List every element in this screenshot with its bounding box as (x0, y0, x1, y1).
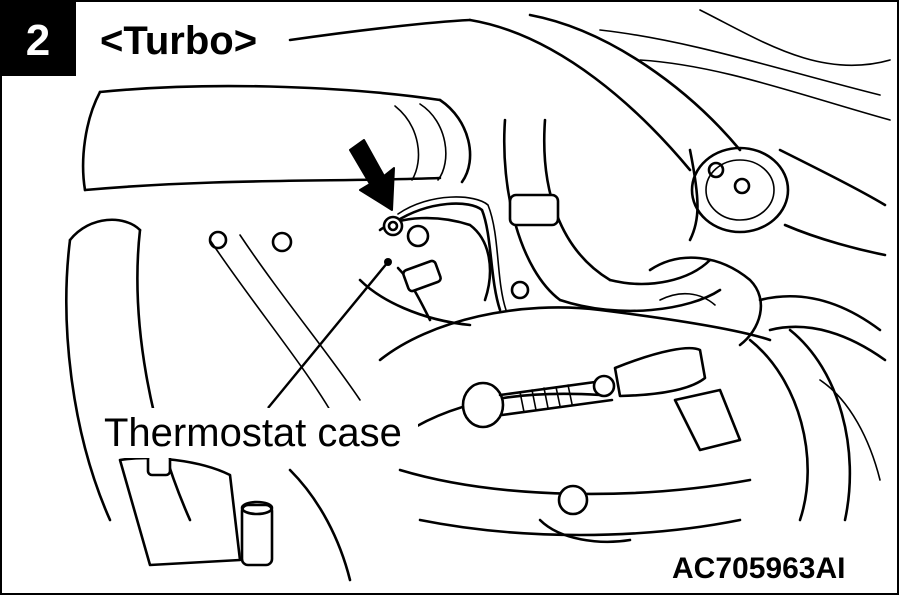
callout-label: Thermostat case (104, 411, 402, 455)
right-components (648, 256, 887, 481)
down-arrow-icon (349, 139, 395, 211)
figure-code-text: AC705963AI (672, 552, 845, 585)
step-badge-number: 2 (26, 16, 50, 65)
variant-label: <Turbo> (100, 19, 257, 63)
engine-line-art (65, 9, 891, 582)
step-badge: 2 (0, 0, 76, 76)
callout: Thermostat case (100, 408, 418, 458)
flange-joint (688, 146, 887, 257)
left-hose (65, 218, 361, 522)
intake-hose (81, 84, 472, 192)
center-hose (503, 118, 722, 313)
ground-wire (382, 196, 507, 312)
callout-leader-line (267, 258, 392, 409)
adjuster-rod (461, 346, 707, 429)
figure-code: AC705963AI (668, 550, 858, 586)
upper-pipe (288, 9, 891, 172)
